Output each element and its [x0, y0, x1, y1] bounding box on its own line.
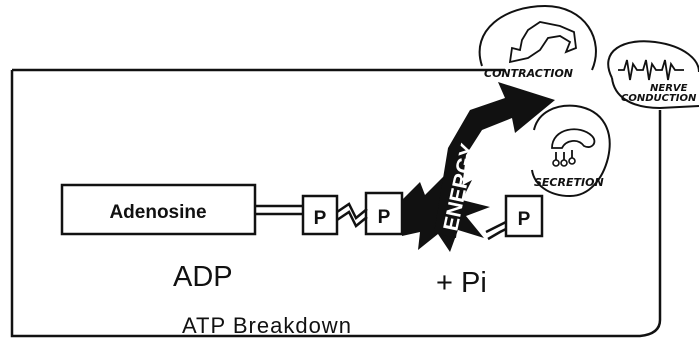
nerve-label-line2: CONDUCTION [621, 93, 697, 104]
plus-pi-label: + Pi [436, 267, 487, 299]
phosphate-label-3: P [518, 209, 531, 230]
diagram-caption: ATP Breakdown [182, 313, 352, 338]
phosphate-label-1: P [314, 208, 327, 229]
gland-icon [552, 129, 594, 148]
contraction-circle [480, 6, 596, 70]
contraction-use: CONTRACTION [480, 6, 596, 80]
nerve-conduction-use: NERVE CONDUCTION [608, 41, 699, 108]
flexed-arm-icon [510, 22, 576, 62]
nerve-impulse-icon [618, 60, 684, 80]
adp-label: ADP [173, 261, 233, 293]
secretion-label: SECRETION [534, 176, 604, 189]
contraction-label: CONTRACTION [484, 67, 573, 80]
secretion-use: SECRETION [532, 106, 610, 196]
adenosine-label: Adenosine [109, 202, 206, 223]
phosphate-label-2: P [378, 207, 391, 228]
